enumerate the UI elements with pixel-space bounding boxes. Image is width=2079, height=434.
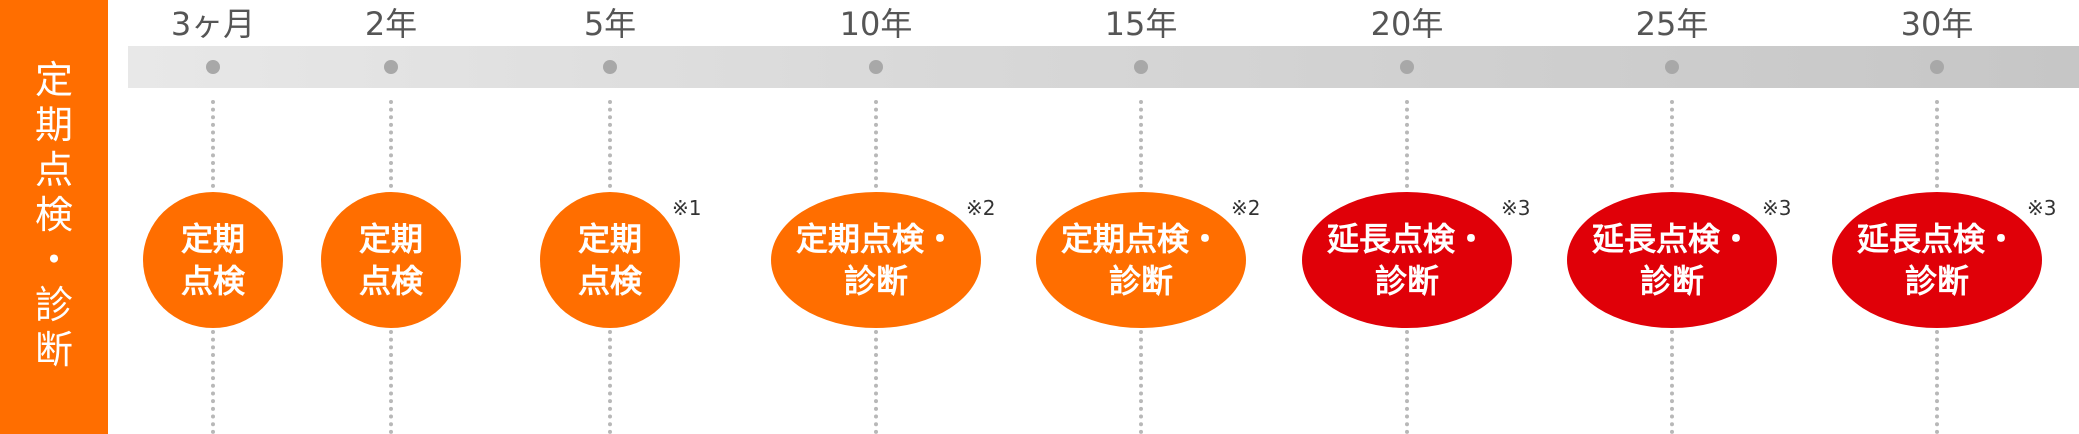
inspection-bubble: 定期点検・ 診断	[1036, 192, 1246, 328]
side-label-char: 検	[34, 193, 73, 237]
timeline-dot	[869, 60, 883, 74]
milestone-year: 10年	[839, 5, 913, 43]
inspection-label: 定期	[180, 220, 245, 258]
side-label-char: 期	[34, 103, 73, 147]
inspection-label: 診断	[1108, 262, 1173, 300]
inspection-label: 定期点検・	[1060, 220, 1221, 258]
connector-line	[874, 100, 878, 188]
timeline-dot	[1134, 60, 1148, 74]
timeline-dot	[603, 60, 617, 74]
footnote-mark: ※3	[1501, 196, 1531, 220]
inspection-label: 定期	[358, 220, 423, 258]
side-label-char: 点	[34, 148, 73, 192]
timeline-dot	[206, 60, 220, 74]
footnote-mark: ※2	[966, 196, 996, 220]
side-label: 定 期 点 検 ・ 診 断	[0, 0, 108, 434]
connector-line	[1405, 100, 1409, 188]
connector-line	[1670, 330, 1674, 434]
side-label-char: 診	[34, 283, 73, 327]
milestone-year: 30年	[1900, 5, 1974, 43]
inspection-label: 点検	[180, 262, 245, 300]
footnote-mark: ※1	[672, 196, 702, 220]
milestone-year: 20年	[1370, 5, 1444, 43]
side-label-char: 断	[34, 328, 73, 372]
inspection-label: 延長点検・	[1856, 220, 2017, 258]
inspection-bubble: 定期 点検	[143, 192, 283, 328]
milestone-year: 3ヶ月	[170, 5, 256, 43]
timeline-dot	[384, 60, 398, 74]
inspection-bubble: 定期 点検	[321, 192, 461, 328]
connector-line	[874, 330, 878, 434]
inspection-label: 診断	[1374, 262, 1439, 300]
connector-line	[1139, 100, 1143, 188]
milestone-year: 2年	[364, 5, 418, 43]
inspection-label: 延長点検・	[1591, 220, 1752, 258]
connector-line	[1935, 330, 1939, 434]
milestone-year: 25年	[1635, 5, 1709, 43]
side-label-text: 定 期 点 検 ・ 診 断	[0, 58, 108, 373]
connector-line	[211, 100, 215, 188]
timeline-dot	[1665, 60, 1679, 74]
connector-line	[1670, 100, 1674, 188]
extension-bubble: 延長点検・ 診断	[1832, 192, 2042, 328]
inspection-label: 定期	[577, 220, 642, 258]
inspection-label: 定期点検・	[795, 220, 956, 258]
connector-line	[1405, 330, 1409, 434]
connector-line	[389, 100, 393, 188]
side-label-char: 定	[34, 58, 73, 102]
connector-line	[608, 330, 612, 434]
milestone-year: 5年	[583, 5, 637, 43]
connector-line	[608, 100, 612, 188]
extension-bubble: 延長点検・ 診断	[1302, 192, 1512, 328]
connector-line	[1935, 100, 1939, 188]
timeline-dot	[1930, 60, 1944, 74]
extension-bubble: 延長点検・ 診断	[1567, 192, 1777, 328]
connector-line	[389, 330, 393, 434]
milestone-year: 15年	[1104, 5, 1178, 43]
connector-line	[1139, 330, 1143, 434]
footnote-mark: ※3	[1762, 196, 1792, 220]
side-label-char: ・	[34, 238, 73, 282]
footnote-mark: ※2	[1231, 196, 1261, 220]
connector-line	[211, 330, 215, 434]
timeline-dot	[1400, 60, 1414, 74]
inspection-label: 診断	[843, 262, 908, 300]
timeline-band	[128, 46, 2079, 88]
inspection-bubble: 定期点検・ 診断	[771, 192, 981, 328]
inspection-bubble: 定期 点検	[540, 192, 680, 328]
inspection-label: 診断	[1639, 262, 1704, 300]
inspection-label: 診断	[1904, 262, 1969, 300]
inspection-label: 点検	[577, 262, 642, 300]
footnote-mark: ※3	[2027, 196, 2057, 220]
inspection-label: 点検	[358, 262, 423, 300]
inspection-label: 延長点検・	[1326, 220, 1487, 258]
